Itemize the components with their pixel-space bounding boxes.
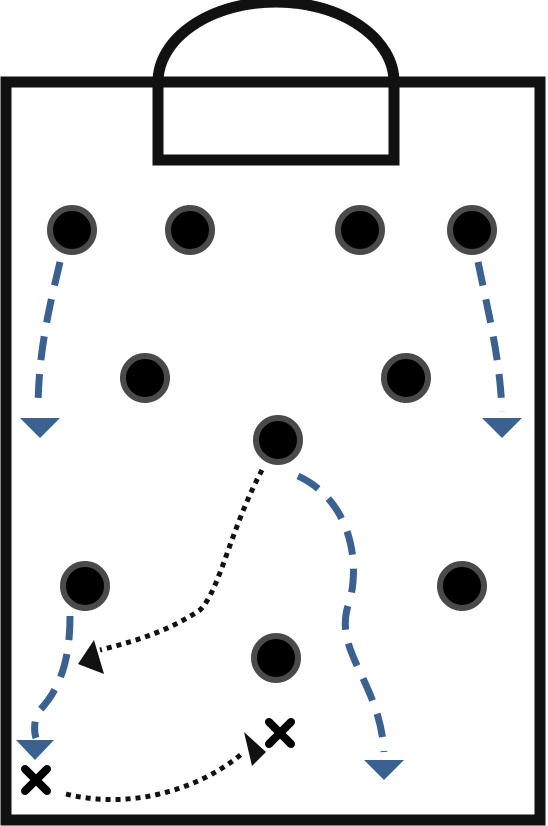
run-center-arrowhead — [364, 760, 404, 780]
player-p9 — [437, 561, 487, 611]
pass-bottom-arrowhead — [244, 732, 266, 766]
run-right-top-line — [474, 261, 506, 413]
pass-center-left-arrow — [78, 468, 265, 674]
run-right-top-arrowhead — [482, 418, 522, 438]
pass-bottom-arrow — [65, 732, 266, 802]
player-p10 — [251, 633, 301, 683]
player-p5 — [120, 353, 170, 403]
run-left-bottom-arrowhead — [16, 740, 54, 760]
player-p1 — [47, 205, 97, 255]
run-center-line — [296, 472, 388, 753]
player-p6 — [381, 353, 431, 403]
run-left-top-arrowhead — [20, 418, 60, 438]
run-center-arrow — [296, 472, 404, 780]
pass-center-left-line — [99, 468, 265, 653]
cross-icon-x2 — [265, 718, 295, 748]
goal-arc — [152, 0, 400, 83]
run-left-top-arrow — [20, 261, 64, 438]
pass-center-left-arrowhead — [78, 640, 104, 674]
run-left-bottom-arrow — [16, 615, 74, 760]
run-right-top-arrow — [474, 261, 522, 438]
pass-bottom-line — [65, 750, 246, 802]
player-p3 — [335, 205, 385, 255]
player-p8 — [60, 561, 110, 611]
goal-box — [152, 76, 400, 166]
run-left-bottom-line — [31, 615, 74, 740]
player-p7 — [253, 415, 303, 465]
player-p4 — [447, 205, 497, 255]
run-left-top-line — [34, 261, 64, 413]
cross-icon-x1 — [21, 765, 51, 795]
player-p2 — [165, 205, 215, 255]
